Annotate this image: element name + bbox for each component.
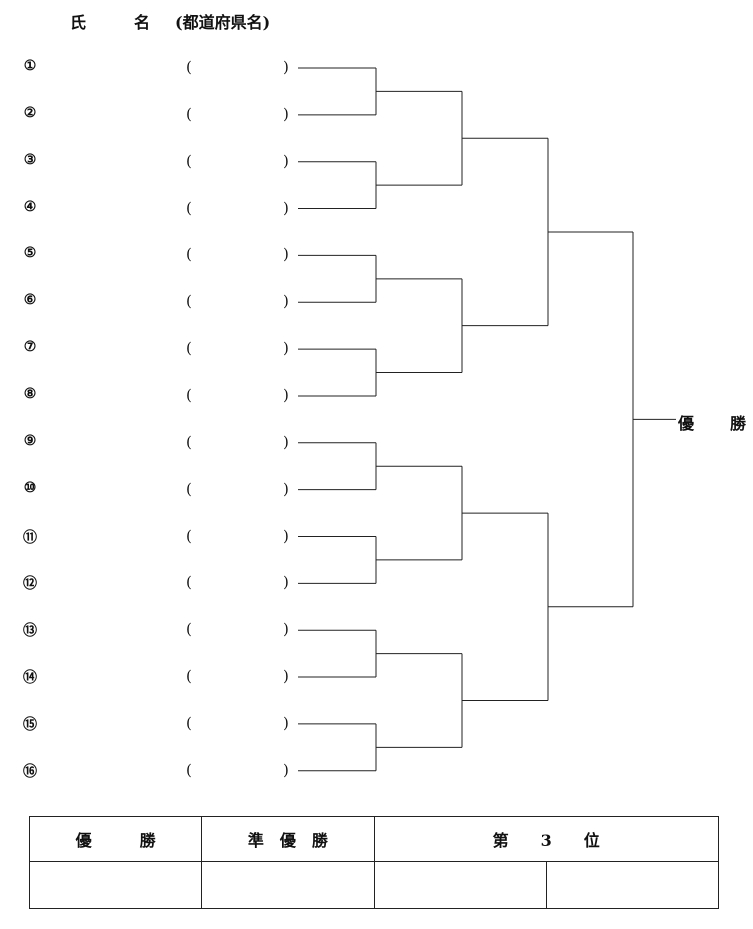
third-place-entry-cell-1[interactable]	[373, 861, 547, 909]
prefecture-open-paren: (	[186, 151, 192, 170]
prefecture-column-header: (都道府県名)	[175, 13, 271, 32]
entry-number: ⑧	[23, 385, 37, 402]
prefecture-close-paren: )	[283, 385, 289, 404]
entry-number: ③	[23, 151, 37, 168]
entry-number: ⑥	[23, 292, 37, 309]
prefecture-close-paren: )	[283, 151, 289, 170]
prefecture-close-paren: )	[283, 573, 289, 592]
prefecture-close-paren: )	[283, 339, 289, 358]
prefecture-open-paren: (	[186, 198, 192, 217]
champion-entry-cell[interactable]	[28, 861, 203, 909]
results-header-row: 優 勝 準 優 勝 第 3 位	[28, 816, 719, 862]
prefecture-open-paren: (	[186, 292, 192, 311]
entry-number: ⑬	[23, 623, 37, 640]
prefecture-open-paren: (	[186, 245, 192, 264]
prefecture-close-paren: )	[283, 620, 289, 639]
third-place-entry-cell-2[interactable]	[545, 861, 720, 909]
prefecture-open-paren: (	[186, 339, 192, 358]
prefecture-close-paren: )	[283, 432, 289, 451]
entry-number: ⑤	[23, 245, 37, 262]
prefecture-close-paren: )	[283, 526, 289, 545]
prefecture-open-paren: (	[186, 573, 192, 592]
champion-header-cell: 優 勝	[28, 816, 203, 862]
entry-number: ⑭	[23, 670, 37, 687]
prefecture-close-paren: )	[283, 292, 289, 311]
results-entry-row	[28, 861, 720, 909]
prefecture-open-paren: (	[186, 760, 192, 779]
champion-label: 優 勝	[678, 414, 753, 433]
prefecture-open-paren: (	[186, 620, 192, 639]
prefecture-open-paren: (	[186, 385, 192, 404]
runner-up-entry-cell[interactable]	[201, 861, 375, 909]
entry-number: ⑩	[23, 479, 37, 496]
runner-up-header-cell: 準 優 勝	[201, 816, 375, 862]
prefecture-open-paren: (	[186, 713, 192, 732]
prefecture-close-paren: )	[283, 713, 289, 732]
entry-number: ⑮	[23, 716, 37, 733]
entry-number: ④	[23, 198, 37, 215]
prefecture-close-paren: )	[283, 667, 289, 686]
prefecture-open-paren: (	[186, 104, 192, 123]
name-column-header: 氏 名	[70, 13, 151, 32]
prefecture-close-paren: )	[283, 245, 289, 264]
prefecture-close-paren: )	[283, 760, 289, 779]
prefecture-open-paren: (	[186, 667, 192, 686]
prefecture-close-paren: )	[283, 104, 289, 123]
entry-number: ②	[23, 104, 37, 121]
entry-number: ⑨	[23, 432, 37, 449]
tournament-bracket	[298, 67, 676, 772]
prefecture-close-paren: )	[283, 198, 289, 217]
prefecture-open-paren: (	[186, 479, 192, 498]
prefecture-open-paren: (	[186, 432, 192, 451]
results-table: 優 勝 準 優 勝 第 3 位	[28, 816, 720, 909]
prefecture-close-paren: )	[283, 58, 289, 76]
prefecture-open-paren: (	[186, 526, 192, 545]
third-place-header-cell: 第 3 位	[373, 816, 719, 862]
entry-number: ⑫	[23, 576, 37, 593]
entry-number: ⑯	[23, 763, 37, 780]
entry-number: ⑪	[23, 529, 37, 546]
prefecture-open-paren: (	[186, 58, 192, 76]
entry-number: ①	[23, 58, 37, 74]
entry-number: ⑦	[23, 339, 37, 356]
prefecture-close-paren: )	[283, 479, 289, 498]
